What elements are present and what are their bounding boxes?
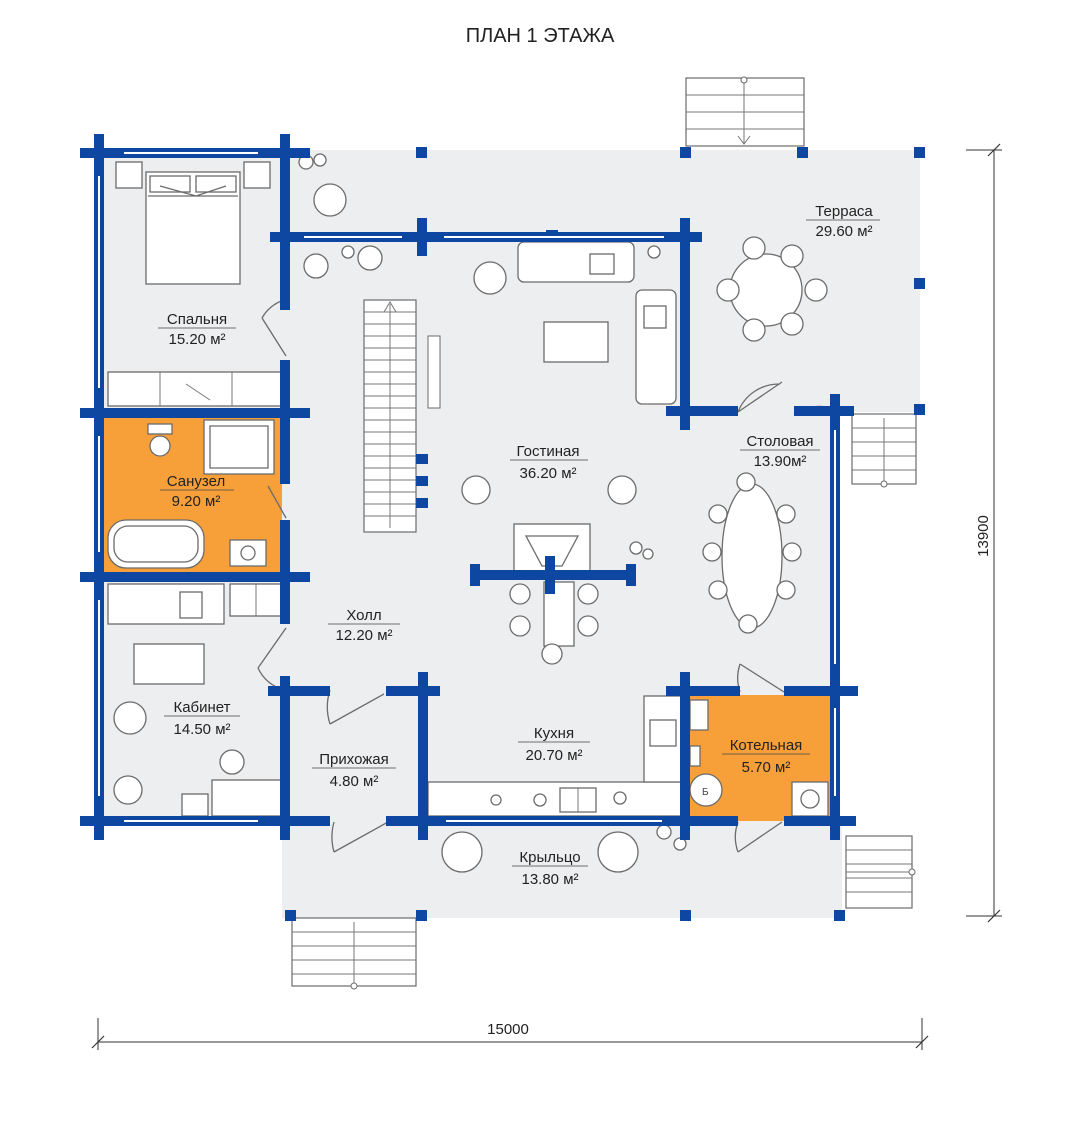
room-area-study: 14.50 м² xyxy=(173,721,230,738)
room-area-kitchen: 20.70 м² xyxy=(525,747,582,764)
plan-title: ПЛАН 1 ЭТАЖА xyxy=(466,25,615,47)
room-name-hall: Холл xyxy=(346,607,381,624)
windows xyxy=(98,152,836,822)
north-steps xyxy=(685,76,805,147)
room-area-boiler: 5.70 м² xyxy=(742,759,791,776)
room-name-kitchen: Кухня xyxy=(534,725,574,742)
east-terrace-steps xyxy=(851,413,917,488)
room-area-hall: 12.20 м² xyxy=(335,627,392,644)
room-area-dining: 13.90м² xyxy=(754,453,807,470)
room-name-living: Гостиная xyxy=(517,443,580,460)
dimension-height: 13900 xyxy=(966,143,1002,923)
room-area-terrace: 29.60 м² xyxy=(815,223,872,240)
room-name-porch: Крыльцо xyxy=(519,849,580,866)
room-area-bathroom: 9.20 м² xyxy=(172,493,221,510)
height-dimension-label: 13900 xyxy=(975,515,992,557)
room-name-dining: Столовая xyxy=(746,433,813,450)
interior-staircase xyxy=(363,299,441,533)
room-area-bedroom: 15.20 м² xyxy=(168,331,225,348)
room-labels: Спальня 15.20 м² Санузел 9.20 м² Кабинет… xyxy=(158,203,880,888)
room-name-bedroom: Спальня xyxy=(167,311,227,328)
room-name-boiler: Котельная xyxy=(730,737,803,754)
east-porch-steps xyxy=(845,835,916,909)
room-name-bathroom: Санузел xyxy=(167,473,225,490)
room-area-entryway: 4.80 м² xyxy=(330,773,379,790)
doors xyxy=(257,299,837,853)
width-dimension-label: 15000 xyxy=(487,1021,529,1038)
room-name-entryway: Прихожая xyxy=(319,751,389,768)
dimension-width: 15000 xyxy=(91,1018,929,1050)
room-name-study: Кабинет xyxy=(173,699,230,716)
room-area-porch: 13.80 м² xyxy=(521,871,578,888)
posts xyxy=(285,147,925,921)
room-area-living: 36.20 м² xyxy=(519,465,576,482)
south-porch-steps xyxy=(291,917,417,990)
wall-joints xyxy=(80,134,858,840)
boiler-label: Б xyxy=(702,787,709,798)
room-name-terrace: Терраса xyxy=(815,203,873,220)
